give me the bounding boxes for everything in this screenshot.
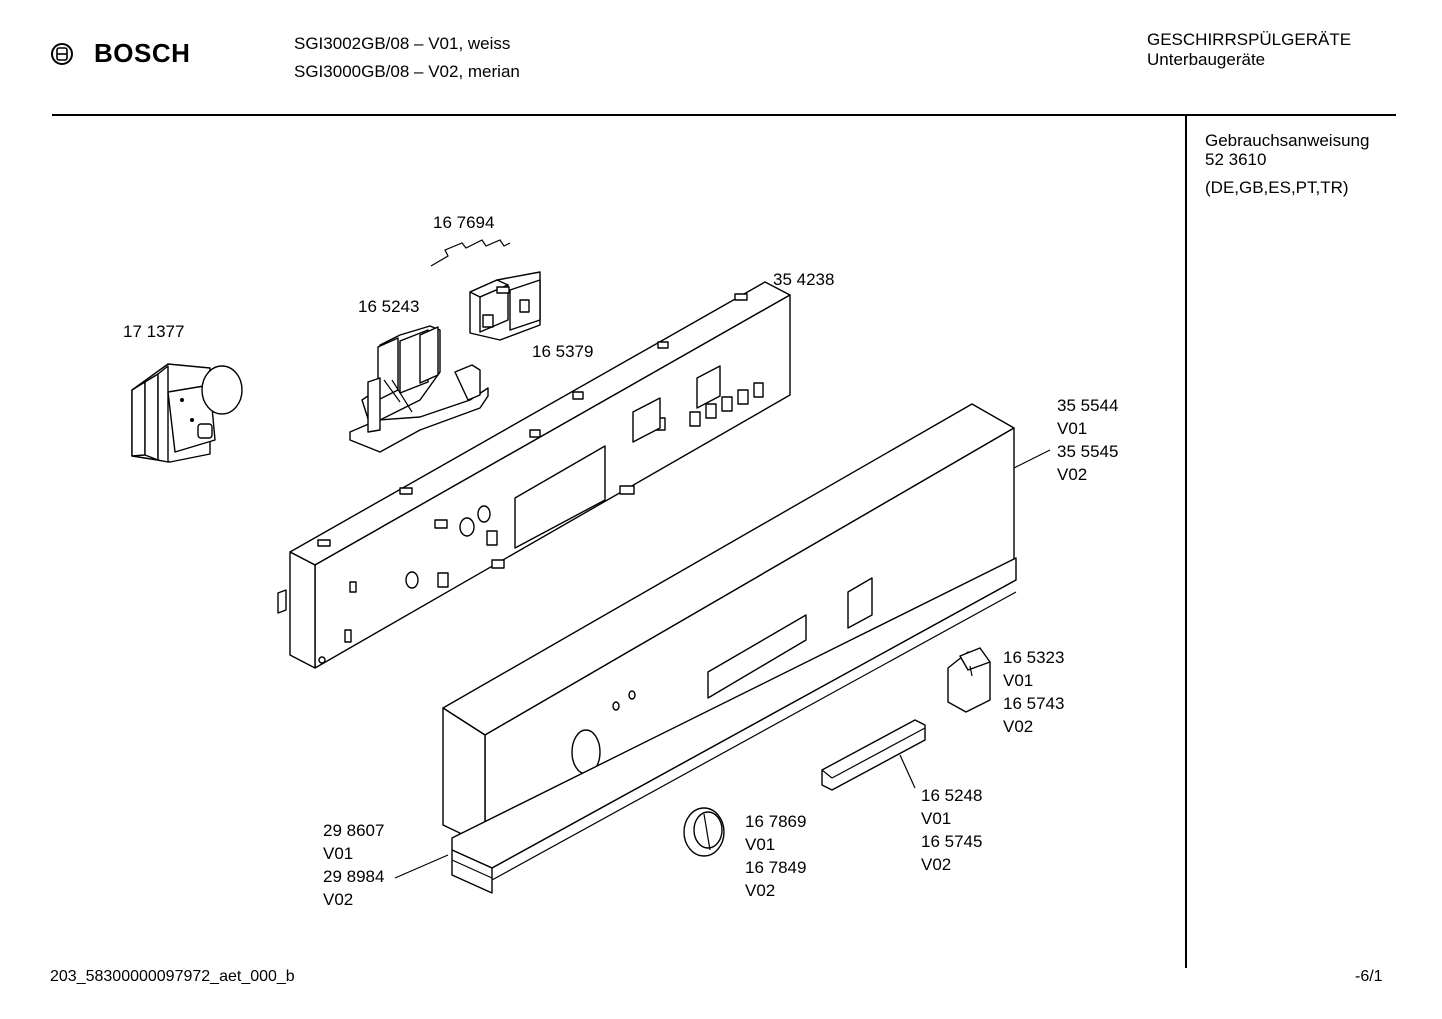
control-fascia-part (442, 403, 1017, 894)
brand-name: BOSCH (94, 38, 191, 68)
label-298607: 29 8607 (323, 821, 384, 840)
label-355545: 35 5545 (1057, 442, 1118, 461)
label-165323-v1: V01 (1003, 671, 1033, 690)
page-number: -6/1 (1355, 968, 1383, 985)
label-355545-v2: V02 (1057, 465, 1087, 484)
category-subtitle: Unterbaugeräte (1147, 50, 1266, 69)
label-165379: 16 5379 (532, 342, 593, 361)
label-165243: 16 5243 (358, 297, 419, 316)
switch-bracket-part (349, 325, 489, 453)
label-355544: 35 5544 (1057, 396, 1118, 415)
label-298984: 29 8984 (323, 867, 384, 886)
model-list: SGI3002GB/08 – V01, weiss SGI3000GB/08 –… (294, 30, 520, 86)
indicator-strip-part (821, 719, 926, 791)
programme-timer-part (131, 363, 243, 463)
label-355544-v1: V01 (1057, 419, 1087, 438)
exploded-diagram: 16 7694 35 4238 16 5243 16 5379 17 1377 … (123, 213, 1118, 909)
bosch-logo-icon (51, 42, 73, 65)
label-298607-v1: V01 (323, 844, 353, 863)
category-block: GESCHIRRSPÜLGERÄTE Unterbaugeräte (1147, 30, 1351, 70)
manual-languages: (DE,GB,ES,PT,TR) (1205, 178, 1349, 197)
label-165248-v1: V01 (921, 809, 951, 828)
panel-frame-part (277, 281, 791, 669)
label-354238: 35 4238 (773, 270, 834, 289)
model-line-1: SGI3002GB/08 – V01, weiss (294, 34, 511, 53)
label-165743-v2: V02 (1003, 717, 1033, 736)
manual-info: Gebrauchsanweisung 52 3610 (DE,GB,ES,PT,… (1205, 131, 1369, 197)
sidebar-divider (1185, 116, 1187, 968)
manual-title: Gebrauchsanweisung (1205, 131, 1370, 150)
push-switch-part (469, 271, 541, 341)
brand-block: BOSCH (50, 38, 190, 69)
label-165743: 16 5743 (1003, 694, 1064, 713)
push-button-part (947, 647, 991, 713)
label-167869: 16 7869 (745, 812, 806, 831)
spring-clip-part (430, 239, 511, 267)
rotary-knob-part (683, 807, 725, 857)
label-167694: 16 7694 (433, 213, 494, 232)
label-298984-v2: V02 (323, 890, 353, 909)
label-165745-v2: V02 (921, 855, 951, 874)
document-id: 203_58300000097972_aet_000_b (50, 968, 295, 985)
model-line-2: SGI3000GB/08 – V02, merian (294, 62, 520, 81)
category-title: GESCHIRRSPÜLGERÄTE (1147, 30, 1352, 49)
header-divider (52, 114, 1396, 116)
label-171377: 17 1377 (123, 322, 184, 341)
label-165248: 16 5248 (921, 786, 982, 805)
manual-number: 52 3610 (1205, 150, 1267, 169)
label-165323: 16 5323 (1003, 648, 1064, 667)
label-165745: 16 5745 (921, 832, 982, 851)
label-167869-v1: V01 (745, 835, 775, 854)
label-167849: 16 7849 (745, 858, 806, 877)
label-167849-v2: V02 (745, 881, 775, 900)
